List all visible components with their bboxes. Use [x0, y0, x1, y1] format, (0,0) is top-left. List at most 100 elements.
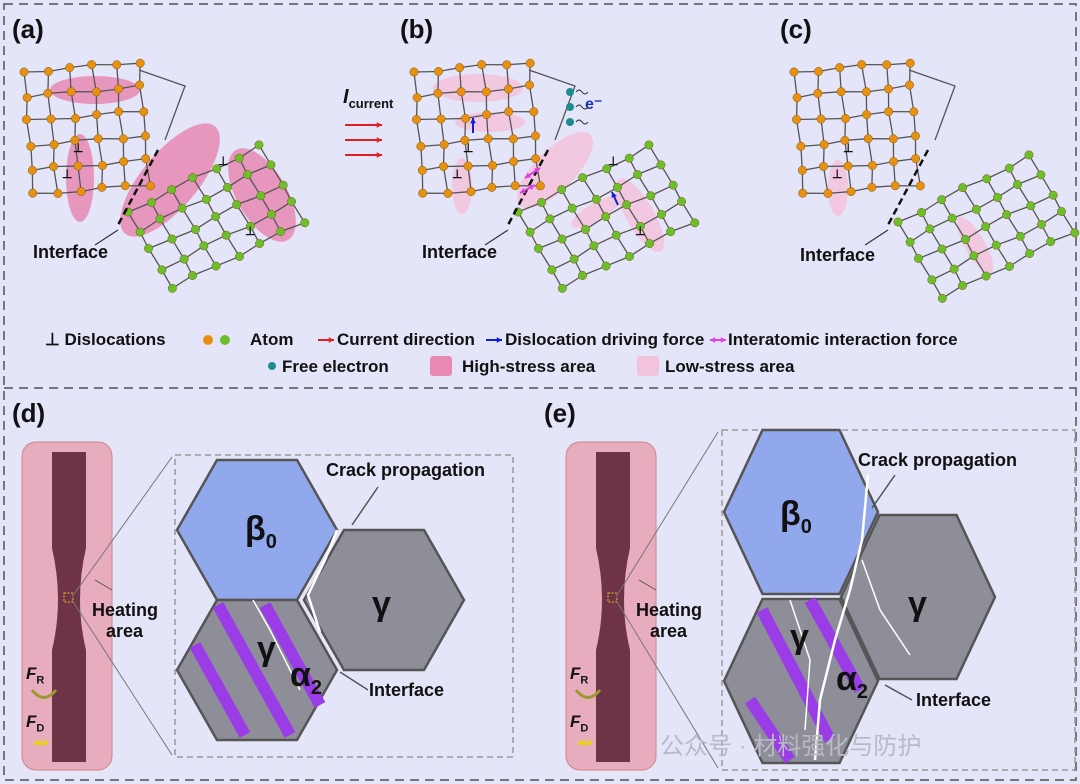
- atom: [509, 157, 519, 167]
- specimen: [52, 452, 86, 762]
- legend-electron-icon: [268, 362, 276, 370]
- beta0-grain: [722, 428, 880, 596]
- legend-interaction-arrow-head: [710, 337, 716, 343]
- atom: [857, 60, 867, 70]
- atom: [823, 188, 833, 198]
- alpha2-lamella: [745, 696, 795, 764]
- specimen: [596, 452, 630, 762]
- atom: [147, 198, 156, 207]
- atom-icon-orange: [203, 335, 213, 345]
- interface-pointer: [884, 684, 913, 701]
- dislocation-icon: ⊥: [73, 141, 83, 155]
- atom: [646, 191, 656, 201]
- force-sub: R: [36, 674, 45, 687]
- dislocation-icon: ⊥: [452, 167, 462, 181]
- interface-pointer: [339, 671, 369, 691]
- atom: [835, 63, 845, 73]
- current-label: Icurrent: [343, 86, 393, 111]
- crack-path: [813, 474, 870, 761]
- atom: [439, 162, 448, 171]
- crack-path: [252, 599, 301, 691]
- atom: [937, 293, 947, 303]
- driving-force-arrow-head: [611, 192, 617, 198]
- lattice-bond: [507, 111, 514, 139]
- atom: [287, 197, 296, 206]
- free-electron-icon: [566, 118, 574, 126]
- alpha2-label-d: α2: [290, 656, 322, 700]
- legend-electron: Free electron: [282, 357, 389, 376]
- dislocation-icon: ⊥: [832, 167, 842, 181]
- atom: [624, 153, 634, 163]
- atom: [417, 165, 427, 175]
- lattice-bond: [415, 119, 422, 147]
- atom: [256, 191, 266, 201]
- atom: [668, 180, 678, 190]
- interface-line: [116, 149, 160, 226]
- atom: [971, 204, 981, 214]
- atom: [26, 141, 36, 151]
- atom: [1057, 207, 1066, 216]
- atom: [814, 67, 823, 76]
- current-arrow-head: [376, 122, 382, 128]
- atom: [455, 63, 465, 73]
- atom: [135, 80, 144, 90]
- beta0-label-d: β0: [245, 510, 277, 554]
- interface-pointer: [864, 229, 889, 246]
- atom: [188, 173, 198, 183]
- atom: [276, 227, 286, 237]
- rotation-arrow-icon: [30, 689, 58, 699]
- area-text: area: [106, 621, 144, 641]
- atom: [819, 162, 828, 171]
- zoom-line: [615, 431, 719, 598]
- dislocation-icon: ⊥: [245, 224, 255, 238]
- atom: [578, 271, 587, 280]
- driving-force-arrow-head: [470, 118, 476, 124]
- atom: [504, 84, 513, 94]
- atom: [862, 110, 872, 120]
- atom: [690, 218, 700, 228]
- atom: [412, 115, 421, 124]
- dislocation-icon: ⊥: [463, 141, 473, 155]
- interaction-arrow-head: [520, 187, 526, 194]
- atom: [232, 200, 242, 210]
- atom: [179, 254, 189, 264]
- interface-label-c: Interface: [800, 245, 876, 265]
- force-sub: D: [36, 722, 45, 735]
- crack-pointer: [871, 474, 896, 509]
- lattice-edge: [138, 69, 186, 141]
- atom: [1036, 170, 1046, 180]
- atom: [212, 164, 222, 174]
- beta-symbol: β: [780, 495, 801, 533]
- atom: [813, 88, 823, 98]
- atom: [836, 87, 846, 97]
- panel-label-a: (a): [12, 14, 44, 44]
- atom: [993, 193, 1002, 202]
- lattice-bond: [90, 64, 97, 92]
- heating-text: Heating: [92, 600, 159, 620]
- atom: [1048, 190, 1058, 200]
- atom: [1024, 150, 1034, 160]
- low-stress-area: [516, 131, 594, 209]
- outer-frame: [3, 3, 1077, 781]
- legend-dislocations: ⊥ Dislocations: [45, 330, 166, 349]
- low-stress-area: [615, 177, 665, 253]
- gamma-label-d1: γ: [372, 585, 391, 623]
- atom: [657, 210, 666, 219]
- atom: [591, 194, 601, 204]
- atom: [66, 87, 76, 97]
- atom: [167, 234, 177, 244]
- atom: [49, 140, 59, 150]
- atom: [982, 174, 992, 184]
- atom: [547, 265, 557, 275]
- lattice-bond: [460, 91, 467, 119]
- watermark: 公众号 · 材料强化与防护: [660, 733, 922, 760]
- atom: [863, 134, 873, 144]
- legend-driving: Dislocation driving force: [505, 330, 705, 349]
- lattice-bond: [487, 138, 494, 166]
- lattice-bond: [442, 166, 449, 194]
- atom: [843, 161, 853, 171]
- atom: [98, 161, 107, 170]
- atom: [255, 239, 265, 249]
- atom: [461, 114, 470, 123]
